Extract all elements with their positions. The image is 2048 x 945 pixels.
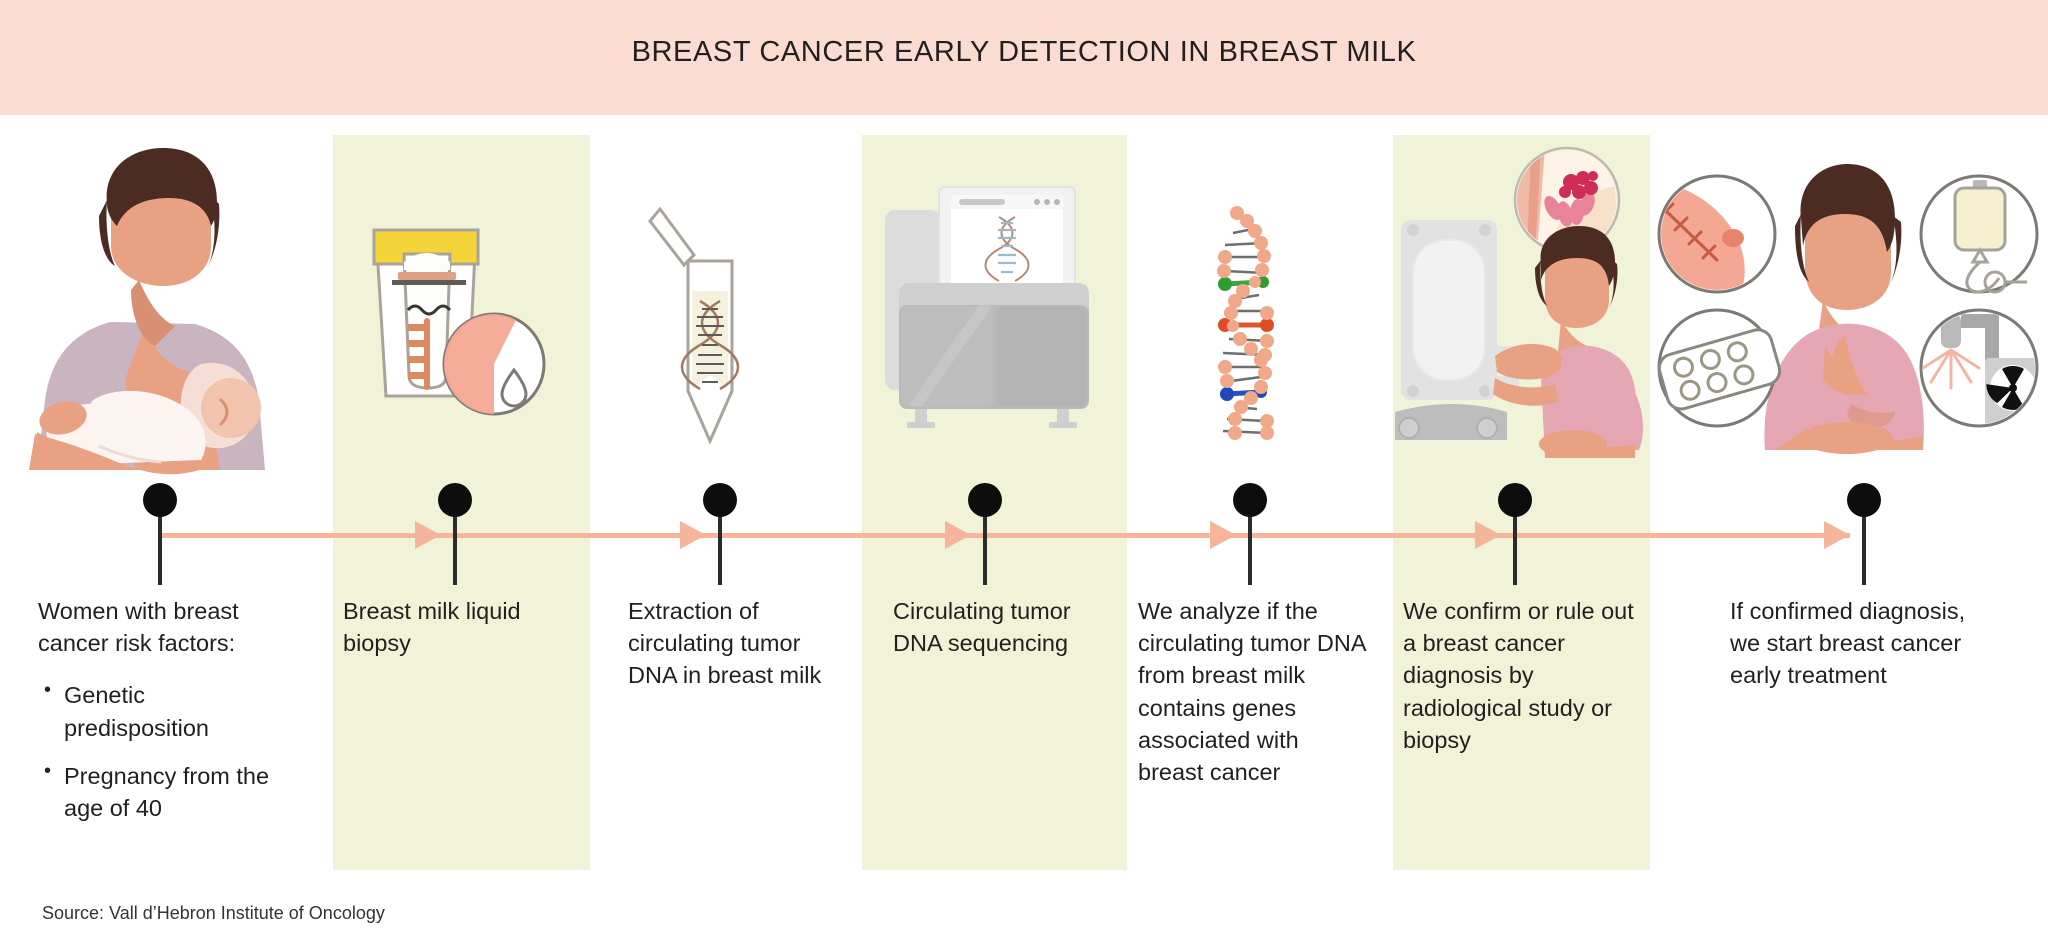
timeline-arrowhead-1 xyxy=(415,521,441,549)
source-credit: Source: Vall d’Hebron Institute of Oncol… xyxy=(42,903,385,923)
step-caption-1: Women with breast cancer risk factors: G… xyxy=(38,595,278,840)
step-caption-4: Circulating tumor DNA sequencing xyxy=(893,595,1108,679)
timeline-stem-4 xyxy=(983,500,987,585)
page-title: BREAST CANCER EARLY DETECTION IN BREAST … xyxy=(631,36,1417,68)
eppendorf-tube-dna-illustration xyxy=(640,205,770,455)
timeline-node-5[interactable] xyxy=(1233,483,1267,517)
timeline-arrowhead-6 xyxy=(1824,521,1850,549)
timeline-stem-1 xyxy=(158,500,162,585)
step-lead-1: Women with breast cancer risk factors: xyxy=(38,598,239,657)
step-bullet-item: Genetic predisposition xyxy=(38,677,278,743)
step-caption-2: Breast milk liquid biopsy xyxy=(343,595,558,679)
dna-sequencer-machine-illustration xyxy=(875,165,1105,430)
step-lead-4: Circulating tumor DNA sequencing xyxy=(893,598,1071,657)
step-bullet-item: Pregnancy from the age of 40 xyxy=(38,758,278,824)
step-lead-6: We confirm or rule out a breast cancer d… xyxy=(1403,598,1634,753)
timeline-stem-7 xyxy=(1862,500,1866,585)
timeline-node-2[interactable] xyxy=(438,483,472,517)
step-lead-7: If confirmed diagnosis, we start breast … xyxy=(1730,598,1966,689)
timeline-stem-5 xyxy=(1248,500,1252,585)
step-bullet-list-1: Genetic predisposition Pregnancy from th… xyxy=(38,677,278,824)
step-caption-3: Extraction of circulating tumor DNA in b… xyxy=(628,595,843,712)
timeline-node-4[interactable] xyxy=(968,483,1002,517)
breast-cancer-treatment-icons-illustration xyxy=(1655,150,2045,454)
step-lead-3: Extraction of circulating tumor DNA in b… xyxy=(628,598,822,689)
timeline-stem-3 xyxy=(718,500,722,585)
mammography-machine-illustration xyxy=(1395,146,1645,458)
header-band xyxy=(0,0,2048,115)
step-caption-5: We analyze if the circulating tumor DNA … xyxy=(1138,595,1366,808)
timeline-node-6[interactable] xyxy=(1498,483,1532,517)
timeline-arrowhead-4 xyxy=(1210,521,1236,549)
timeline-node-1[interactable] xyxy=(143,483,177,517)
timeline-arrowhead-3 xyxy=(945,521,971,549)
timeline-stem-2 xyxy=(453,500,457,585)
dna-double-helix-illustration xyxy=(1205,195,1315,445)
timeline-node-3[interactable] xyxy=(703,483,737,517)
milk-sample-container-illustration xyxy=(358,218,558,428)
step-caption-7: If confirmed diagnosis, we start breast … xyxy=(1730,595,2000,712)
step-caption-6: We confirm or rule out a breast cancer d… xyxy=(1403,595,1643,776)
timeline-node-7[interactable] xyxy=(1847,483,1881,517)
timeline-arrowhead-5 xyxy=(1475,521,1501,549)
timeline-stem-6 xyxy=(1513,500,1517,585)
step-lead-5: We analyze if the circulating tumor DNA … xyxy=(1138,598,1366,785)
step-lead-2: Breast milk liquid biopsy xyxy=(343,598,521,657)
timeline-axis xyxy=(160,533,1850,538)
mother-breastfeeding-illustration xyxy=(15,148,285,475)
timeline-arrowhead-2 xyxy=(680,521,706,549)
